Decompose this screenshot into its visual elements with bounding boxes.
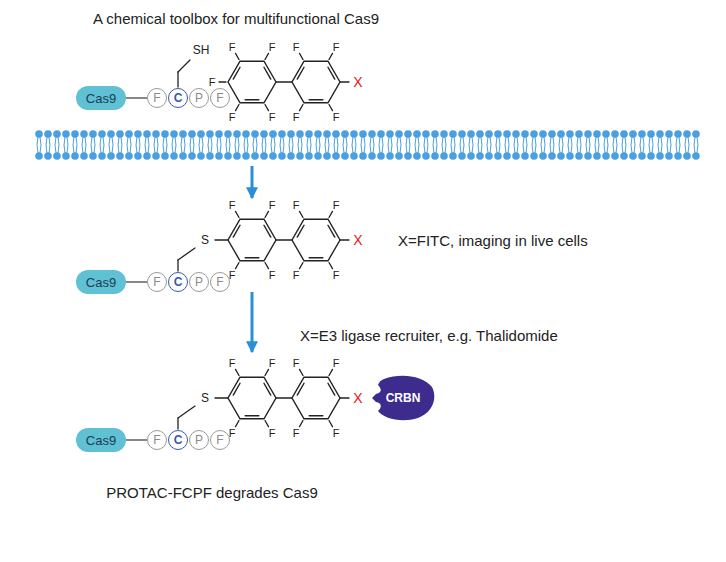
- residue-circle: C: [168, 88, 188, 108]
- node-text: Cas9: [86, 92, 116, 105]
- figure-caption: PROTAC-FCPF degrades Cas9: [106, 485, 317, 500]
- annotation: X=FITC, imaging in live cells: [398, 233, 588, 248]
- fluorine-atom: F: [293, 42, 300, 53]
- fluorine-atom: F: [333, 358, 340, 369]
- fluorine-atom: F: [293, 111, 300, 122]
- fluorine-atom: F: [333, 269, 340, 280]
- node-text: Cas9: [86, 276, 116, 289]
- residue-circle: C: [168, 430, 188, 450]
- protein-pill: Cas9: [76, 270, 126, 294]
- node-text: P: [195, 434, 203, 446]
- fluorine-atom: F: [269, 269, 276, 280]
- fluorine-atom: F: [333, 427, 340, 438]
- figure-title: A chemical toolbox for multifunctional C…: [93, 11, 379, 26]
- residue-circle: F: [147, 430, 167, 450]
- residue-circle: P: [189, 88, 209, 108]
- protein-pill: Cas9: [76, 86, 126, 110]
- fluorine-atom: F: [229, 269, 236, 280]
- molecule-drawing: [178, 53, 349, 429]
- node-text: F: [216, 276, 223, 288]
- residue-circle: F: [210, 430, 230, 450]
- substituent-x: X: [353, 75, 362, 89]
- node-text: F: [153, 276, 160, 288]
- substituent-x: X: [353, 391, 362, 405]
- fluorine-atom: F: [269, 358, 276, 369]
- fluorine-atom: F: [209, 77, 216, 88]
- protein-pill: Cas9: [76, 428, 126, 452]
- node-text: F: [216, 92, 223, 104]
- fluorine-atom: F: [333, 200, 340, 211]
- node-text: F: [216, 434, 223, 446]
- fluorine-atom: F: [269, 42, 276, 53]
- residue-circle: C: [168, 272, 188, 292]
- residue-circle: F: [147, 272, 167, 292]
- residue-circle: F: [147, 88, 167, 108]
- node-text: F: [153, 434, 160, 446]
- fluorine-atom: F: [269, 427, 276, 438]
- reaction-arrow: [251, 292, 254, 352]
- node-text: C: [174, 92, 183, 104]
- linker-line: [126, 281, 147, 282]
- atom-label: S: [201, 392, 209, 404]
- node-text: P: [195, 92, 203, 104]
- fluorine-atom: F: [333, 111, 340, 122]
- fluorine-atom: F: [229, 200, 236, 211]
- fluorine-atom: F: [229, 42, 236, 53]
- fluorine-atom: F: [229, 358, 236, 369]
- fluorine-atom: F: [229, 111, 236, 122]
- atom-label: S: [201, 234, 209, 246]
- e3-ligase-shape: CRBN: [370, 375, 436, 421]
- linker-line: [126, 439, 147, 440]
- node-text: CRBN: [386, 392, 421, 404]
- linker-line: [126, 97, 147, 98]
- atom-label: SH: [193, 44, 210, 56]
- residue-circle: F: [210, 272, 230, 292]
- reaction-arrow: [251, 166, 254, 198]
- fluorine-atom: F: [293, 358, 300, 369]
- fluorine-atom: F: [269, 200, 276, 211]
- annotation: X=E3 ligase recruiter, e.g. Thalidomide: [300, 328, 558, 343]
- node-text: F: [153, 92, 160, 104]
- residue-circle: P: [189, 430, 209, 450]
- substituent-x: X: [353, 233, 362, 247]
- fluorine-atom: F: [293, 269, 300, 280]
- residue-circle: F: [210, 88, 230, 108]
- node-text: P: [195, 276, 203, 288]
- node-text: C: [174, 276, 183, 288]
- cell-membrane: [35, 130, 700, 160]
- fluorine-atom: F: [333, 42, 340, 53]
- node-text: Cas9: [86, 434, 116, 447]
- fluorine-atom: F: [229, 427, 236, 438]
- fluorine-atom: F: [293, 427, 300, 438]
- node-text: C: [174, 434, 183, 446]
- fluorine-atom: F: [293, 200, 300, 211]
- fluorine-atom: F: [269, 111, 276, 122]
- residue-circle: P: [189, 272, 209, 292]
